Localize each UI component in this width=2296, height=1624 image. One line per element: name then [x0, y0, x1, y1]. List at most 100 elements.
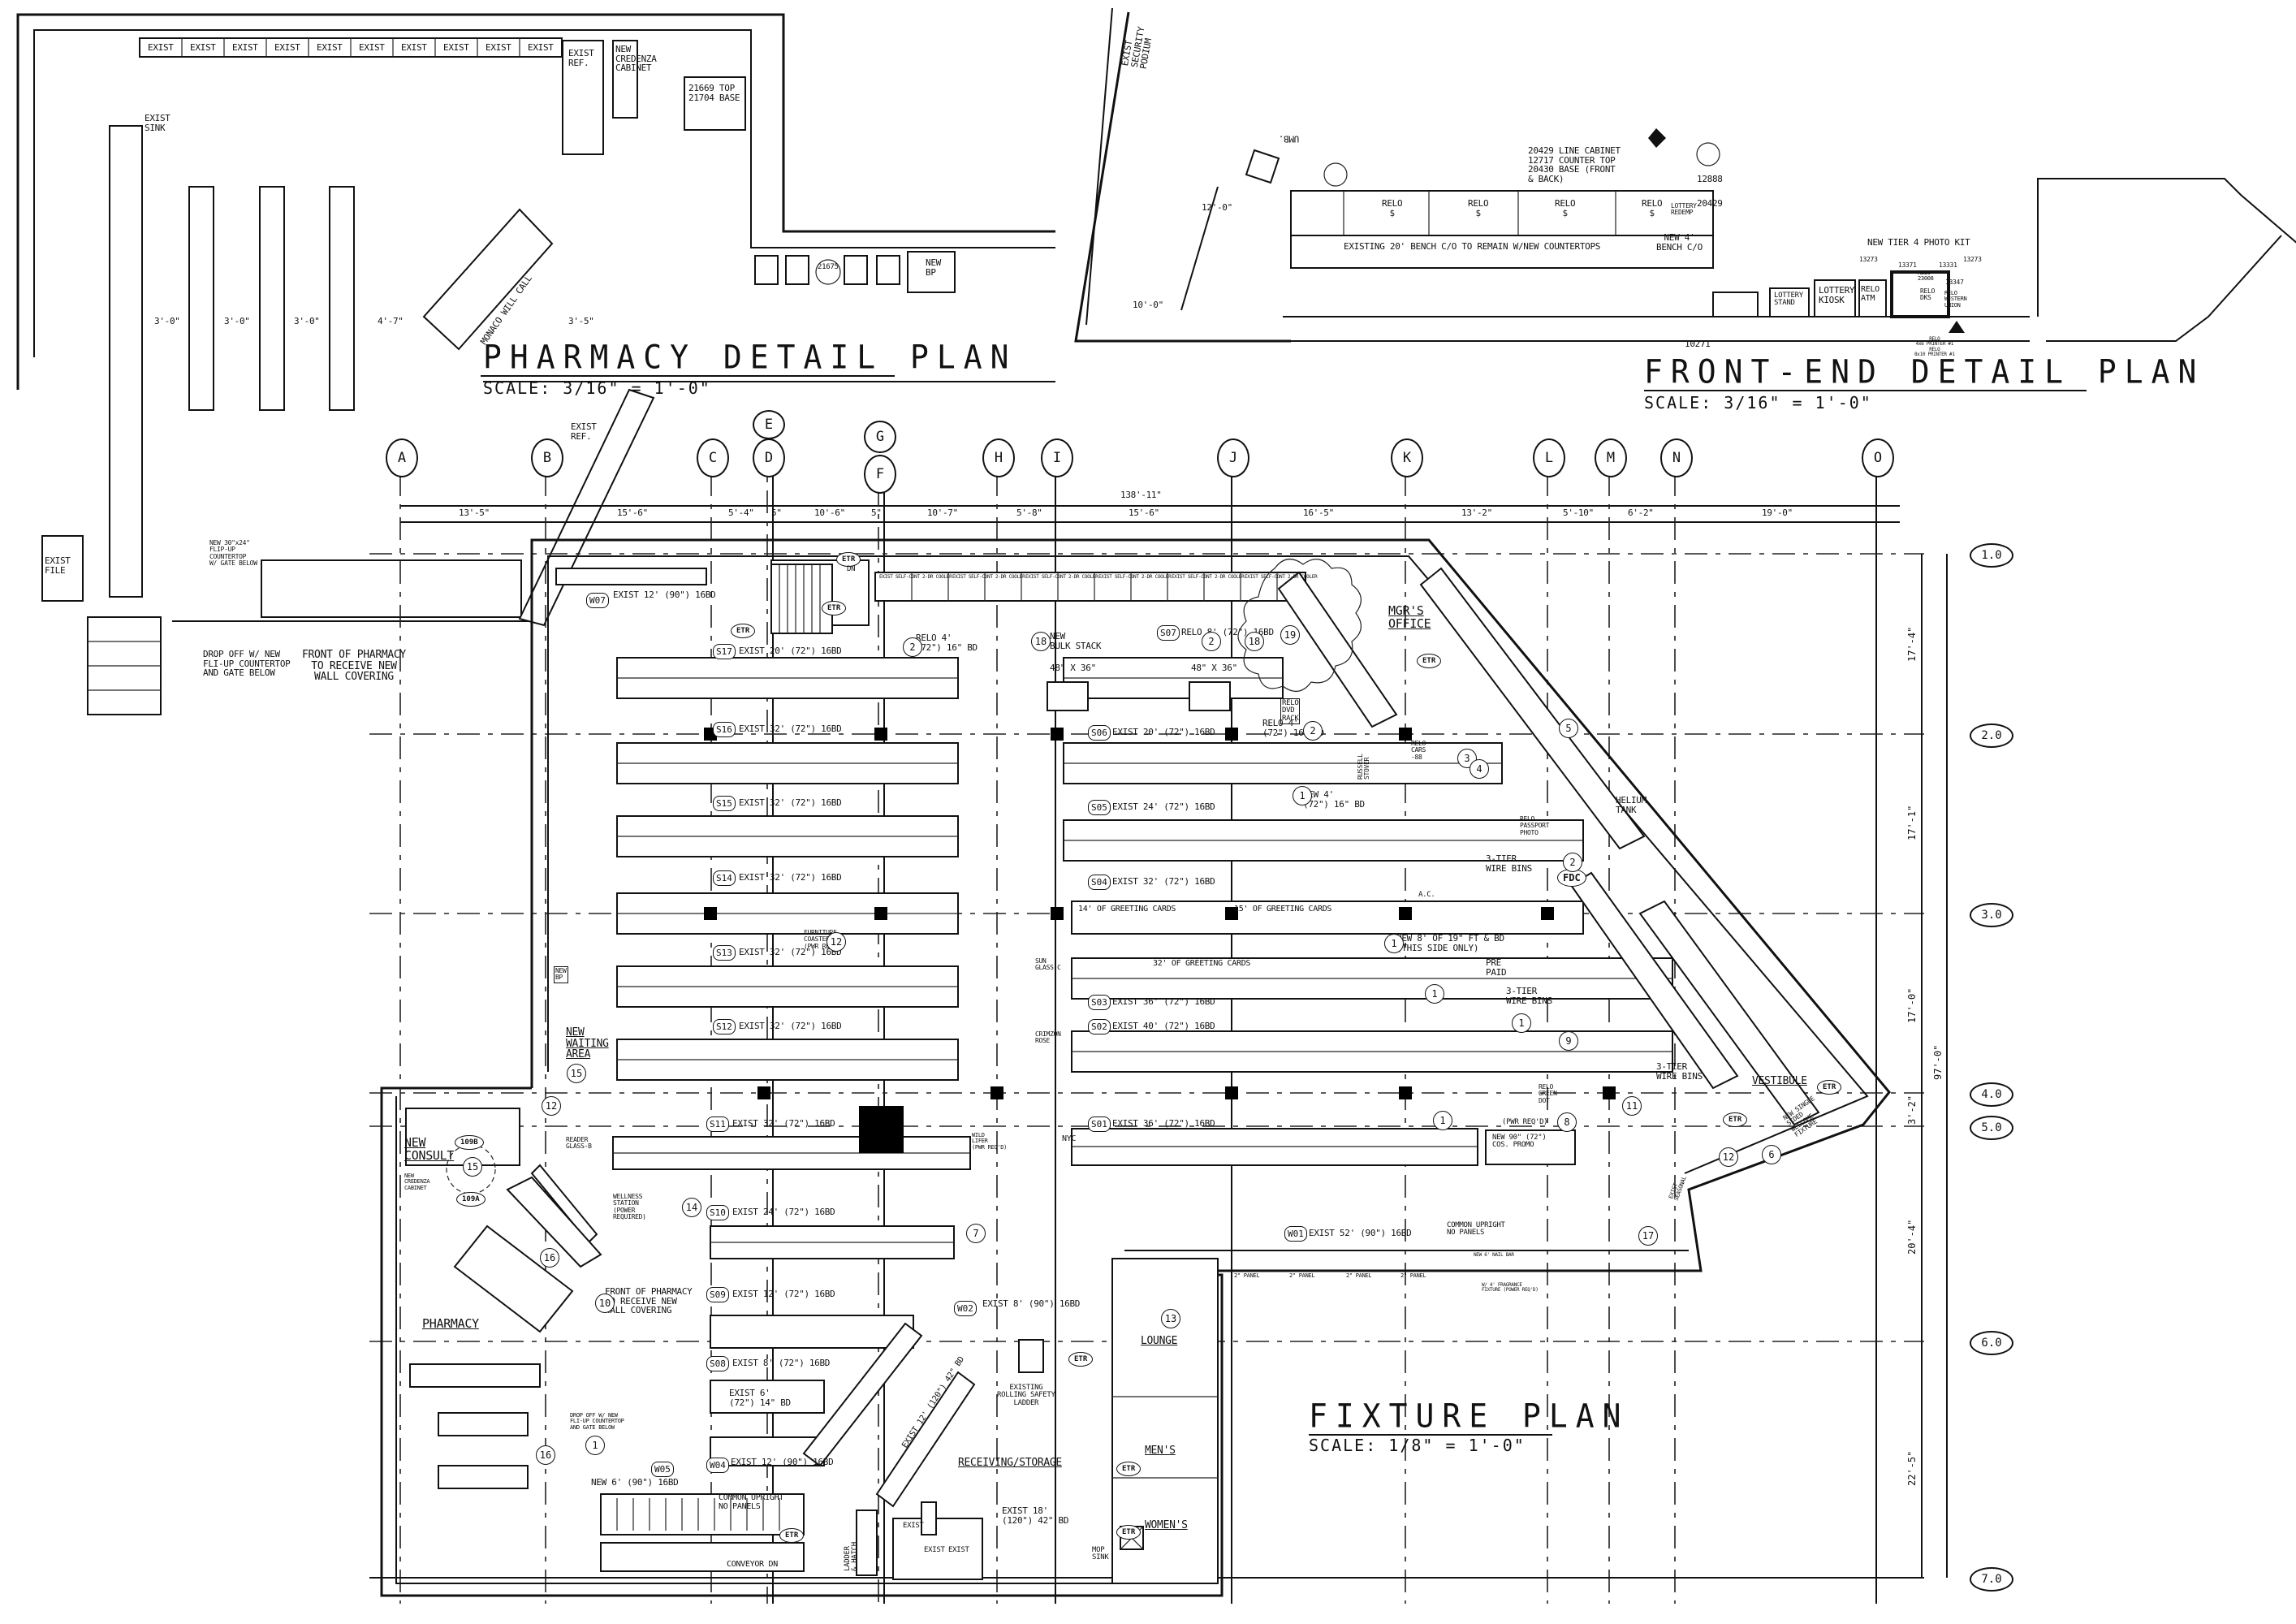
keynote-18: 18	[1031, 632, 1051, 651]
grid-bubble-d: D	[753, 438, 785, 477]
column-spacing: 16'-5"	[1303, 508, 1334, 518]
keynote-12: 12	[542, 1096, 561, 1116]
etr-tag: ETR	[1817, 1080, 1842, 1095]
row-spacing: 17'-4"	[1906, 626, 1918, 662]
column-spacing: 15'-6"	[617, 508, 648, 518]
door-tag-109b: 109B	[455, 1135, 484, 1150]
note: NEW 4' (72") 16" BD	[1303, 789, 1365, 810]
note-conveyor: CONVEYOR DN	[727, 1560, 778, 1569]
note-new-credenza: NEW CREDENZA CABINET	[404, 1173, 430, 1191]
room-pharmacy: PHARMACY	[422, 1316, 479, 1331]
exist-label: EXIST	[190, 42, 216, 53]
note-wire-bins: 3-TIER WIRE BINS	[1506, 986, 1552, 1006]
gondola-runs	[530, 567, 1820, 1508]
note-mop-sink: MOP SINK	[1092, 1546, 1109, 1562]
note-panel: 2" PANEL	[1289, 1272, 1315, 1279]
fixture-label: EXIST 8' (72") 16BD	[732, 1358, 831, 1368]
chair-tag: 21675	[818, 263, 839, 271]
room-receiving-storage: RECEIVING/STORAGE	[958, 1457, 1062, 1469]
exist-label: EXIST	[148, 42, 174, 53]
flip-up-note: NEW 30"x24" FLIP-UP COUNTERTOP W/ GATE B…	[209, 539, 257, 568]
cooler-label: EXIST SELF-CONT 2-DR COOLER	[879, 574, 952, 580]
fixture-label: EXIST 20' (72") 16BD	[1112, 727, 1215, 737]
keynote-10: 10	[595, 1294, 615, 1313]
note-greeting-cards: 14' OF GREETING CARDS	[1078, 905, 1176, 914]
note-ladder-hatch: LADDER & HATCH	[844, 1542, 860, 1571]
fixture-tag: S14	[713, 870, 736, 886]
note-common-upright: COMMON UPRIGHT NO PANELS	[1447, 1221, 1505, 1237]
row-spacing: 17'-0"	[1906, 987, 1918, 1023]
fixture-label: EXIST 32' (72") 16BD	[732, 1118, 835, 1129]
revision-cloud	[1237, 559, 1362, 692]
keynote-1: 1	[1433, 1111, 1452, 1130]
room-mgrs-office: MGR'S OFFICE	[1388, 603, 1431, 631]
keynote-1: 1	[1512, 1013, 1531, 1033]
column-spacing: 10'-7"	[927, 508, 958, 518]
keynote-2: 2	[1303, 721, 1323, 741]
keynote-15: 15	[567, 1064, 586, 1083]
grid-bubble-e: E	[753, 410, 785, 439]
note-wire-bins: 3-TIER WIRE BINS	[1656, 1061, 1703, 1082]
front-end-detail-linework	[1074, 7, 2296, 343]
fixture-tag: S13	[713, 945, 736, 961]
note-relo-passport: RELO PASSPORT PHOTO	[1520, 815, 1550, 836]
fixture-tag: S09	[706, 1287, 729, 1302]
keynote-12: 12	[826, 932, 846, 952]
relo-printers-note: RELO 4x6 PRINTER #1 RELO 8x10 PRINTER #1	[1914, 336, 1955, 357]
grid-bubble-i: I	[1041, 438, 1073, 477]
row-spacing: 17'-1"	[1906, 805, 1918, 840]
fixture-tag: S10	[706, 1205, 729, 1220]
column-spacing: 5"	[771, 508, 782, 518]
overall-depth-dim: 97'-0"	[1932, 1044, 1944, 1080]
keynote-16: 16	[540, 1248, 559, 1268]
grid-bubble-f: F	[864, 455, 896, 494]
grid-bubble-o: O	[1862, 438, 1894, 477]
exist-label: EXIST	[443, 42, 469, 53]
keynote-12: 12	[1719, 1147, 1738, 1167]
fixture-label: EXIST 12' (90") 16BD	[613, 590, 716, 600]
grid-bubble-n: N	[1660, 438, 1693, 477]
fixture-tag: S17	[713, 644, 736, 659]
column-spacing: 13'-5"	[459, 508, 490, 518]
note-exist: EXIST	[924, 1546, 945, 1554]
grid-bubble-k: K	[1391, 438, 1423, 477]
note-nyc: NYC	[1062, 1134, 1077, 1143]
column-spacing: 5"	[871, 508, 882, 518]
note-front-of-pharmacy: FRONT OF PHARMACY TO RECEIVE NEW WALL CO…	[605, 1286, 693, 1316]
pharmacy-detail-linework	[16, 13, 1055, 715]
fixture-label: NEW 6' (90") 16BD	[591, 1477, 679, 1488]
keynote-5: 5	[1559, 719, 1578, 738]
grid-bubble-5: 5.0	[1970, 1116, 2013, 1140]
exist-label: EXIST	[359, 42, 385, 53]
note-nail-bar: NEW 6' NAIL BAR	[1474, 1252, 1514, 1258]
top-base-label: 21669 TOP 21704 BASE	[688, 83, 740, 103]
keynote-1: 1	[1293, 786, 1312, 806]
keynote-8: 8	[1557, 1112, 1577, 1132]
note-pwr-reqd: (PWR REQ'D)	[1502, 1118, 1548, 1126]
grid-bubble-6: 6.0	[1970, 1331, 2013, 1355]
keynote-15: 15	[463, 1157, 482, 1177]
fixture-tag: S08	[706, 1356, 729, 1371]
column-spacing: 13'-2"	[1461, 508, 1492, 518]
keynote-9: 9	[1559, 1031, 1578, 1051]
note: 48" X 36"	[1191, 663, 1237, 673]
cooler-label: EXIST SELF-CONT 2-DR COOLER	[1245, 574, 1318, 580]
column-spacing: 19'-0"	[1762, 508, 1793, 518]
fixture-label: EXIST 52' (90") 16BD	[1309, 1228, 1412, 1238]
exist-sink-label: EXIST SINK	[145, 113, 170, 133]
new-bench-note: NEW 4' BENCH C/O	[1656, 232, 1703, 253]
fixture-label: EXIST 12' (90") 16BD	[731, 1457, 834, 1467]
lottery-redemp-label: LOTTERY REDEMP	[1671, 202, 1697, 217]
line-cabinet-note: 20429 LINE CABINET 12717 COUNTER TOP 204…	[1528, 145, 1621, 184]
exist-label: EXIST	[401, 42, 427, 53]
fixture-label: EXIST 40' (72") 16BD	[1112, 1021, 1215, 1031]
fixture-tag: S12	[713, 1019, 736, 1034]
grid-bubble-l: L	[1533, 438, 1565, 477]
note-sun-glass: SUN GLASS-C	[1035, 957, 1061, 972]
note-wellness-station: WELLNESS STATION (POWER REQUIRED)	[613, 1193, 646, 1221]
grid-bubble-a: A	[386, 438, 418, 477]
fixture-label: EXIST 24' (72") 16BD	[732, 1207, 835, 1217]
fixture-tag: W04	[706, 1458, 729, 1473]
exist-label: EXIST	[274, 42, 300, 53]
dimension: 3'-0"	[294, 316, 320, 326]
